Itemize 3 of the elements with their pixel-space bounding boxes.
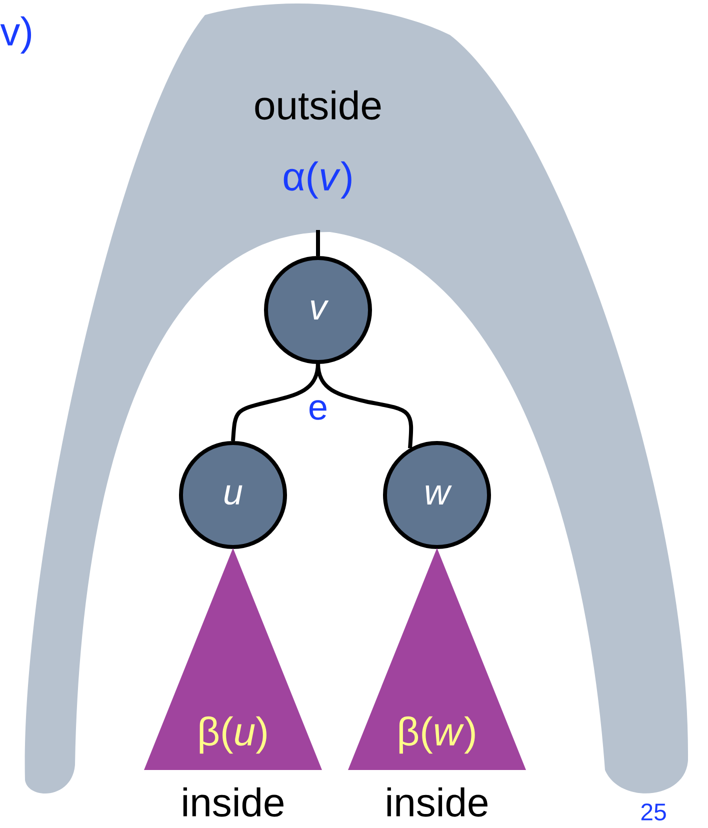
edge-label: e — [310, 400, 326, 420]
edge-line — [316, 230, 320, 256]
edge-line — [316, 362, 414, 448]
